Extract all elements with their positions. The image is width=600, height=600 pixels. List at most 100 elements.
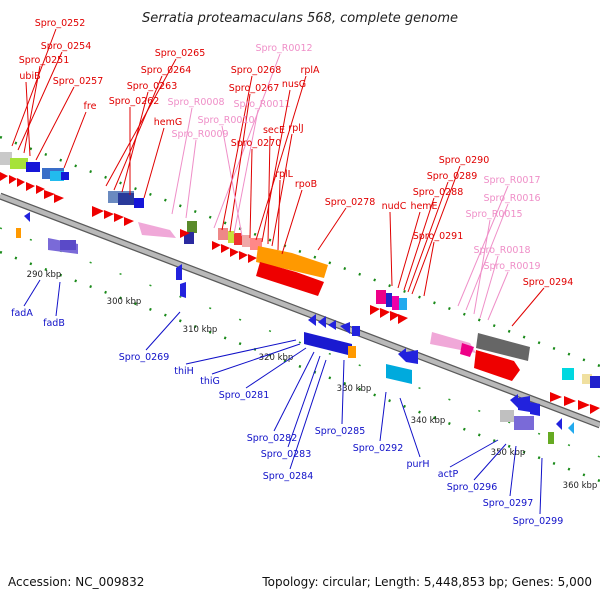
- gene-label-rplj[interactable]: rplJ: [288, 123, 303, 134]
- gene-label-spro-0288[interactable]: Spro_0288: [413, 187, 464, 198]
- gene-label-spro-0284[interactable]: Spro_0284: [263, 471, 314, 482]
- gene-label-spro-0292[interactable]: Spro_0292: [353, 443, 404, 454]
- gene-label-thih[interactable]: thiH: [174, 366, 194, 377]
- leader-line-spro-0257: [35, 86, 75, 161]
- gene-label-sece[interactable]: secE: [263, 125, 285, 136]
- gene-label-ubib[interactable]: ubiB: [19, 71, 40, 82]
- gene-label-spro-0269[interactable]: Spro_0269: [119, 352, 170, 363]
- gene-label-hemg[interactable]: hemG: [154, 117, 182, 128]
- leader-line-spro-0291: [423, 241, 435, 297]
- gene-label-spro-r0015[interactable]: Spro_R0015: [465, 209, 522, 220]
- gene-label-thig[interactable]: thiG: [200, 376, 220, 387]
- gene-label-spro-r0008[interactable]: Spro_R0008: [167, 97, 224, 108]
- scale-label-350-kbp: 350 kbp: [491, 448, 526, 458]
- leader-line-spro-r0009: [185, 139, 197, 219]
- gene-label-nudc[interactable]: nudC: [382, 201, 407, 212]
- scale-label-340-kbp: 340 kbp: [411, 416, 446, 426]
- leader-line-rpla: [255, 75, 307, 241]
- leader-line-spro-0297: [509, 445, 517, 497]
- gene-label-actp[interactable]: actP: [438, 469, 459, 480]
- scale-label-320-kbp: 320 kbp: [259, 353, 294, 363]
- gene-block-right1: [370, 290, 408, 324]
- leader-line-spro-0251: [23, 65, 41, 154]
- gene-label-spro-0268[interactable]: Spro_0268: [231, 65, 282, 76]
- gene-label-spro-0285[interactable]: Spro_0285: [315, 426, 366, 437]
- gene-label-heme[interactable]: hemE: [410, 201, 437, 212]
- leader-line-spro-r0008: [171, 107, 193, 215]
- gene-label-spro-r0012[interactable]: Spro_R0012: [255, 43, 312, 54]
- leader-line-spro-0283: [287, 355, 321, 448]
- gene-label-spro-0297[interactable]: Spro_0297: [483, 498, 534, 509]
- gene-label-spro-0265[interactable]: Spro_0265: [155, 48, 206, 59]
- leader-line-spro-0267: [229, 93, 251, 233]
- leader-line-spro-0288: [403, 197, 435, 291]
- leader-line-spro-r0011: [233, 109, 259, 235]
- gene-label-spro-0262[interactable]: Spro_0262: [109, 96, 160, 107]
- gene-label-spro-r0019[interactable]: Spro_R0019: [483, 261, 540, 272]
- leader-line-spro-0281: [245, 347, 307, 389]
- purH-block: [386, 348, 418, 384]
- gene-label-spro-r0009[interactable]: Spro_R0009: [171, 129, 228, 140]
- gene-label-nusg[interactable]: nusG: [282, 79, 306, 90]
- rRNA-block: [430, 332, 530, 381]
- gene-label-spro-r0011[interactable]: Spro_R0011: [233, 99, 290, 110]
- gene-label-spro-0281[interactable]: Spro_0281: [219, 390, 270, 401]
- gene-label-spro-r0017[interactable]: Spro_R0017: [483, 175, 540, 186]
- gene-label-spro-0282[interactable]: Spro_0282: [247, 433, 298, 444]
- gene-block-left: [0, 152, 69, 181]
- leader-line-spro-0254: [17, 51, 63, 151]
- gene-label-rpla[interactable]: rplA: [300, 65, 320, 76]
- gene-block-right2: [550, 368, 600, 414]
- leader-line-hemg: [143, 127, 165, 199]
- thi-operon-block: [304, 314, 360, 358]
- scale-label-290-kbp: 290 kbp: [27, 270, 62, 280]
- scale-label-310-kbp: 310 kbp: [183, 325, 218, 335]
- gene-label-spro-0263[interactable]: Spro_0263: [127, 81, 178, 92]
- gene-label-rpll[interactable]: rplL: [275, 169, 294, 180]
- leader-line-spro-r0010: [221, 125, 243, 237]
- leader-line-fada: [23, 279, 41, 307]
- gene-label-spro-r0010[interactable]: Spro_R0010: [197, 115, 254, 126]
- leader-line-ubib: [25, 81, 31, 157]
- leader-line-thig: [211, 343, 301, 375]
- gene-label-spro-0294[interactable]: Spro_0294: [523, 277, 574, 288]
- gene-label-spro-0283[interactable]: Spro_0283: [261, 449, 312, 460]
- gene-label-spro-0291[interactable]: Spro_0291: [413, 231, 464, 242]
- gene-label-rpob[interactable]: rpoB: [295, 179, 317, 190]
- leader-line-nusg: [261, 89, 291, 243]
- gene-label-spro-0299[interactable]: Spro_0299: [513, 516, 564, 527]
- gene-label-spro-0296[interactable]: Spro_0296: [447, 482, 498, 493]
- gene-label-spro-0290[interactable]: Spro_0290: [439, 155, 490, 166]
- gene-label-fadb[interactable]: fadB: [43, 318, 65, 329]
- scale-label-300-kbp: 300 kbp: [107, 297, 142, 307]
- gene-label-fada[interactable]: fadA: [11, 308, 33, 319]
- gene-label-purh[interactable]: purH: [406, 459, 429, 470]
- leader-line-thih: [185, 339, 297, 365]
- arrow-row-mid1: [92, 206, 190, 238]
- gene-label-spro-0251[interactable]: Spro_0251: [19, 55, 70, 66]
- leader-line-spro-0269: [145, 311, 181, 351]
- leader-line-spro-0265: [105, 58, 177, 187]
- leader-line-fre: [63, 111, 87, 169]
- gene-label-fre[interactable]: fre: [84, 101, 97, 112]
- gene-label-spro-0270[interactable]: Spro_0270: [231, 138, 282, 149]
- gene-label-spro-0252[interactable]: Spro_0252: [35, 18, 86, 29]
- leader-line-rpob: [281, 189, 303, 255]
- leader-line-nudc: [389, 211, 393, 287]
- gene-label-spro-0267[interactable]: Spro_0267: [229, 83, 280, 94]
- small-gene-arrow: [24, 212, 30, 222]
- gene-label-spro-0289[interactable]: Spro_0289: [427, 171, 478, 182]
- scale-label-360-kbp: 360 kbp: [563, 481, 598, 491]
- arrow-row-left: [0, 172, 64, 203]
- gene-label-spro-0257[interactable]: Spro_0257: [53, 76, 104, 87]
- gene-label-spro-0264[interactable]: Spro_0264: [141, 65, 192, 76]
- gene-label-spro-r0018[interactable]: Spro_R0018: [473, 245, 530, 256]
- gene-label-spro-0254[interactable]: Spro_0254: [41, 41, 92, 52]
- leader-line-spro-0284: [289, 359, 327, 470]
- arrow-row-mid2: [212, 241, 257, 263]
- leader-line-purh: [399, 397, 421, 458]
- gene-label-spro-0278[interactable]: Spro_0278: [325, 197, 376, 208]
- gene-label-spro-r0016[interactable]: Spro_R0016: [483, 193, 540, 204]
